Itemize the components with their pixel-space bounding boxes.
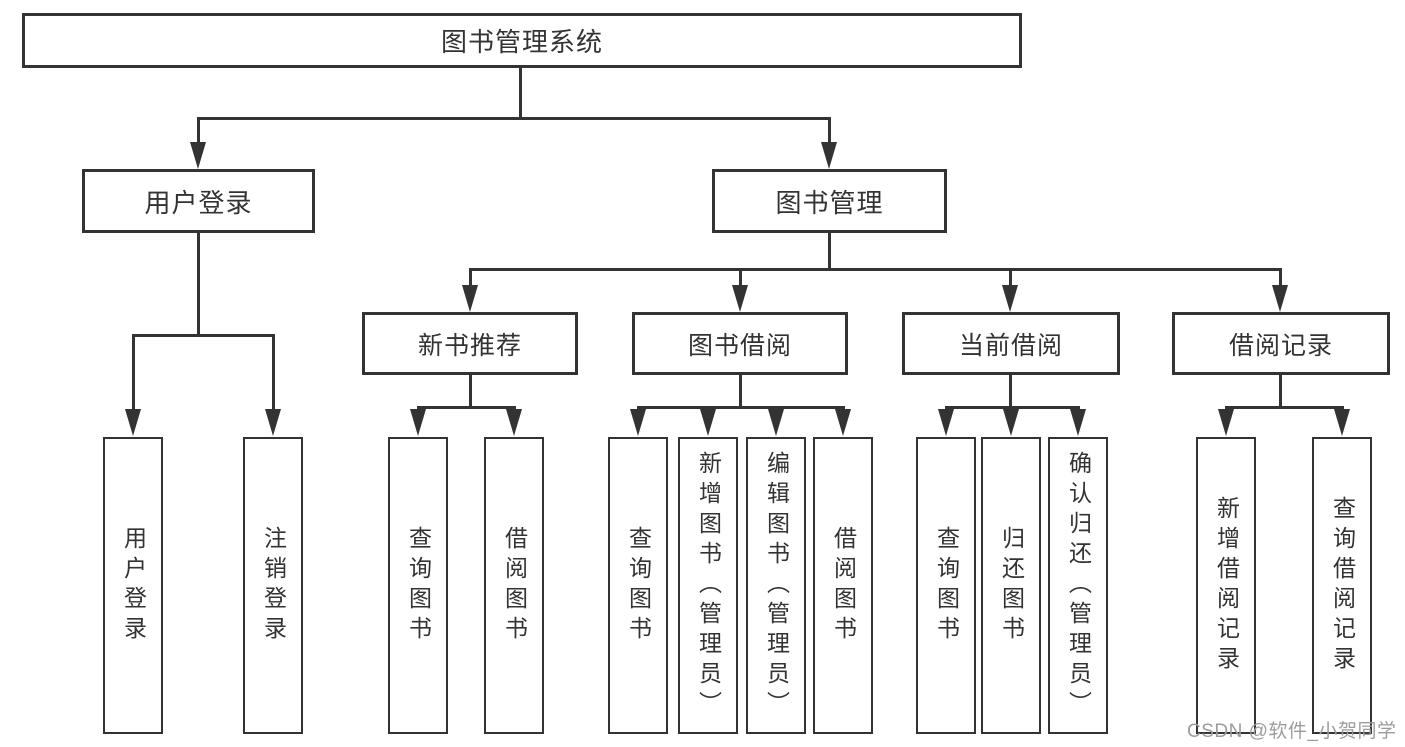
connector-line — [828, 117, 831, 145]
leaf-query-books-3: 查询图书 — [916, 437, 976, 734]
node-label: 借阅记录 — [1228, 331, 1333, 360]
node-current-borrowing: 当前借阅 — [902, 312, 1120, 375]
leaf-user-login: 用户登录 — [103, 437, 163, 734]
leaf-query-books-1: 查询图书 — [388, 437, 448, 734]
arrow-down-icon — [190, 142, 206, 169]
connector-line — [271, 334, 275, 412]
arrow-down-icon — [1334, 409, 1350, 436]
leaf-logout-login: 注销登录 — [243, 437, 303, 734]
node-library-system: 图书管理系统 — [22, 13, 1022, 68]
leaf-confirm-return-admin: 确认归还（管理员） — [1048, 437, 1108, 734]
connector-line — [468, 268, 472, 288]
leaf-label: 新增图书（管理员） — [695, 450, 722, 721]
leaf-edit-books-admin: 编辑图书（管理员） — [746, 437, 806, 734]
leaf-label: 查询借阅记录 — [1329, 495, 1356, 676]
connector-line — [1278, 375, 1282, 409]
arrow-down-icon — [125, 409, 141, 436]
connector-line — [131, 334, 275, 337]
node-label: 图书借阅 — [687, 331, 792, 360]
leaf-label: 新增借阅记录 — [1213, 495, 1240, 676]
arrow-down-icon — [938, 409, 954, 436]
arrow-down-icon — [1002, 285, 1018, 312]
connector-line — [519, 68, 522, 118]
leaf-add-borrow-record: 新增借阅记录 — [1196, 437, 1256, 734]
node-label: 图书管理系统 — [440, 27, 603, 57]
arrow-down-icon — [821, 142, 837, 169]
arrow-down-icon — [1070, 409, 1086, 436]
leaf-label: 借阅图书 — [830, 525, 857, 646]
arrow-down-icon — [265, 409, 281, 436]
arrow-down-icon — [768, 409, 784, 436]
arrow-down-icon — [732, 285, 748, 312]
leaf-label: 编辑图书（管理员） — [763, 450, 790, 721]
connector-line — [636, 406, 845, 409]
leaf-label: 注销登录 — [260, 525, 287, 646]
connector-line — [416, 406, 516, 409]
watermark: CSDN @软件_小贺同学 — [1187, 721, 1397, 742]
leaf-query-borrow-record: 查询借阅记录 — [1312, 437, 1372, 734]
arrow-down-icon — [462, 285, 478, 312]
connector-line — [1278, 268, 1282, 288]
leaf-borrow-books-2: 借阅图书 — [813, 437, 873, 734]
connector-line — [1224, 406, 1344, 409]
connector-line — [1008, 268, 1012, 288]
connector-line — [131, 334, 135, 412]
arrow-down-icon — [630, 409, 646, 436]
node-borrowing-records: 借阅记录 — [1172, 312, 1390, 375]
connector-line — [197, 117, 200, 145]
arrow-down-icon — [1003, 409, 1019, 436]
arrow-down-icon — [700, 409, 716, 436]
arrow-down-icon — [835, 409, 851, 436]
node-label: 新书推荐 — [417, 331, 522, 360]
node-label: 用户登录 — [144, 187, 253, 218]
leaf-label: 确认归还（管理员） — [1065, 450, 1092, 721]
leaf-label: 查询图书 — [625, 525, 652, 646]
node-new-book-recommendation: 新书推荐 — [362, 312, 578, 375]
leaf-return-books: 归还图书 — [981, 437, 1041, 734]
node-label: 图书管理 — [775, 187, 884, 218]
node-label: 当前借阅 — [958, 331, 1063, 360]
leaf-label: 查询图书 — [405, 525, 432, 646]
connector-line — [738, 375, 742, 409]
connector-line — [944, 406, 1080, 409]
connector-line — [1008, 375, 1012, 409]
leaf-label: 归还图书 — [998, 525, 1025, 646]
connector-line — [468, 268, 1282, 271]
leaf-label: 借阅图书 — [501, 525, 528, 646]
connector-line — [828, 233, 831, 271]
node-book-borrowing: 图书借阅 — [632, 312, 848, 375]
arrow-down-icon — [1218, 409, 1234, 436]
connector-line — [738, 268, 742, 288]
leaf-query-books-2: 查询图书 — [608, 437, 668, 734]
arrow-down-icon — [1272, 285, 1288, 312]
leaf-label: 用户登录 — [120, 525, 147, 646]
arrow-down-icon — [410, 409, 426, 436]
leaf-borrow-books-1: 借阅图书 — [484, 437, 544, 734]
leaf-add-books-admin: 新增图书（管理员） — [678, 437, 738, 734]
connector-line — [468, 375, 472, 409]
connector-line — [197, 117, 831, 120]
arrow-down-icon — [506, 409, 522, 436]
connector-line — [197, 233, 200, 337]
leaf-label: 查询图书 — [933, 525, 960, 646]
node-user-login: 用户登录 — [82, 169, 315, 233]
node-book-management: 图书管理 — [712, 169, 947, 233]
